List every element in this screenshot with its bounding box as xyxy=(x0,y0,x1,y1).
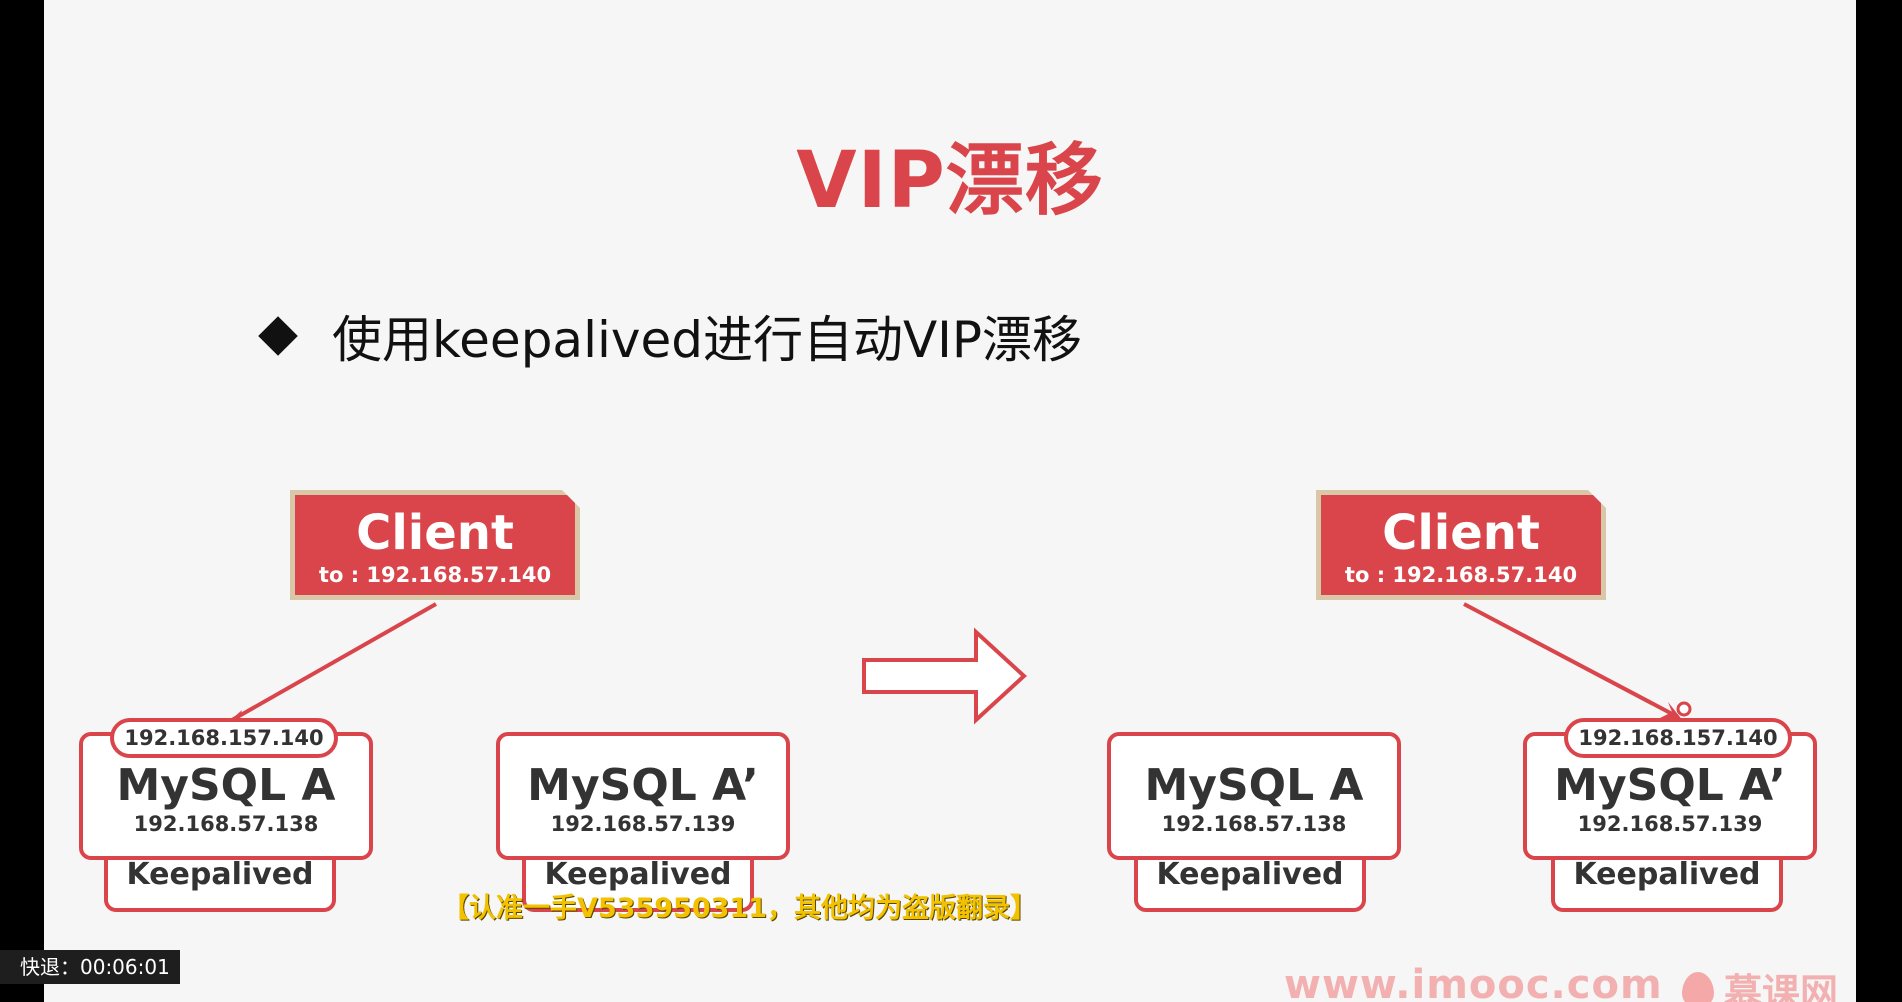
flame-logo-icon xyxy=(1682,971,1714,1002)
diagram-connectors xyxy=(224,602,1692,726)
video-watermark: 【认准一手V535950311，其他均为盗版翻录】 xyxy=(442,893,1037,924)
brand-name: 慕课网 xyxy=(1724,971,1839,1002)
right-client-to-mysql-b-line xyxy=(1463,602,1677,718)
site-url: www.imooc.com xyxy=(1284,962,1663,1002)
right-black-bar xyxy=(1856,0,1902,1002)
brand-logo: 慕课网 xyxy=(1682,962,1838,1002)
left-node-b-name: MySQL A’ xyxy=(527,760,759,811)
left-client-target: to : 192.168.57.140 xyxy=(318,563,552,587)
right-node-b-ip: 192.168.57.139 xyxy=(1577,812,1763,836)
bullet-point: 使用keepalived进行自动VIP漂移 xyxy=(256,300,1082,372)
playback-status: 快退：00:06:01 xyxy=(0,950,180,984)
left-node-b-ip: 192.168.57.139 xyxy=(550,812,736,836)
left-client-to-mysql-a-line xyxy=(231,602,437,722)
right-node-b-keepalived: Keepalived xyxy=(1551,850,1783,912)
left-node-a-name: MySQL A xyxy=(116,760,336,811)
right-node-a-ip: 192.168.57.138 xyxy=(1161,812,1347,836)
left-vip-badge: 192.168.157.140 xyxy=(110,718,338,758)
right-node-a-name: MySQL A xyxy=(1144,760,1364,811)
right-client-name: Client xyxy=(1382,505,1540,561)
right-node-a-keepalived: Keepalived xyxy=(1134,850,1366,912)
bullet-text: 使用keepalived进行自动VIP漂移 xyxy=(332,311,1083,369)
slide: VIP漂移 使用keepalived进行自动VIP漂移 Client to : … xyxy=(44,0,1856,1002)
right-client-box: Client to : 192.168.57.140 xyxy=(1316,490,1606,600)
left-node-a-ip: 192.168.57.138 xyxy=(133,812,319,836)
slide-title: VIP漂移 xyxy=(796,136,1104,226)
pointer-dot-icon xyxy=(1676,701,1692,717)
left-client-corner-notch xyxy=(562,490,580,508)
left-node-b-box: MySQL A’ 192.168.57.139 xyxy=(496,732,790,860)
transition-arrow-icon xyxy=(862,627,1027,725)
left-client-name: Client xyxy=(356,505,514,561)
right-node-b-name: MySQL A’ xyxy=(1554,760,1786,811)
left-client-box: Client to : 192.168.57.140 xyxy=(290,490,580,600)
right-vip-badge: 192.168.157.140 xyxy=(1564,718,1792,758)
right-node-a-box: MySQL A 192.168.57.138 xyxy=(1107,732,1401,860)
left-node-a-keepalived: Keepalived xyxy=(104,850,336,912)
left-node-b-keepalived: Keepalived xyxy=(522,850,754,912)
right-client-corner-notch xyxy=(1588,490,1606,508)
right-arrowhead-icon xyxy=(1660,702,1684,722)
right-client-target: to : 192.168.57.140 xyxy=(1344,563,1578,587)
